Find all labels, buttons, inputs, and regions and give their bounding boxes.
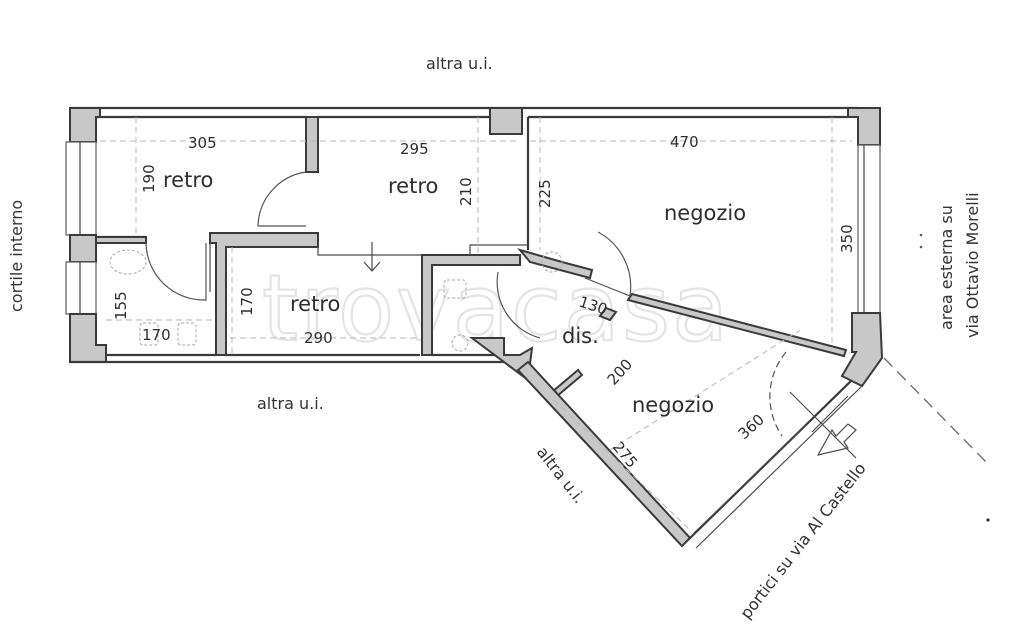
external-boundary — [883, 357, 991, 467]
fixtures — [109, 249, 563, 352]
dim-retro3-height: 170 — [238, 287, 256, 316]
door-entrance — [769, 351, 787, 437]
room-labels: retro retro retro negozio dis. negozio — [163, 168, 746, 417]
dim-negozio1-width: 470 — [670, 133, 699, 151]
window-right — [857, 144, 881, 314]
label-external-area-1: area esterna su — [937, 205, 956, 330]
dim-negozio1-left: 225 — [536, 179, 554, 208]
dim-negozio1-height: 350 — [838, 224, 856, 253]
door-retro1-retro2 — [257, 171, 307, 227]
dim-retro2-width: 295 — [400, 140, 429, 158]
arrow-icon — [363, 242, 381, 272]
dim-bath-height: 155 — [112, 291, 130, 320]
outer-walls — [65, 106, 884, 388]
entrance-arrow-icon — [789, 391, 857, 459]
label-top-neighbor: altra u.i. — [426, 54, 493, 73]
room-label-negozio-1: negozio — [664, 201, 746, 225]
sink-dis-icon — [541, 251, 563, 273]
dim-retro2-height: 210 — [457, 177, 475, 206]
interior-walls — [95, 116, 863, 549]
dim-bath-width: 170 — [142, 326, 171, 344]
room-label-retro-2: retro — [388, 174, 438, 198]
room-label-retro-3: retro — [290, 292, 340, 316]
room-label-dis: dis. — [562, 324, 599, 348]
door-wc — [496, 271, 541, 339]
label-porticoes: portici su via Al Castello — [736, 459, 870, 622]
room-label-negozio-2: negozio — [632, 393, 714, 417]
label-bottom-neighbor: altra u.i. — [257, 394, 324, 413]
toilet-icon — [139, 322, 159, 346]
window-left-lower — [65, 261, 97, 315]
door-dis-negozio — [584, 231, 632, 297]
label-external-area-2: via Ottavio Morelli — [963, 192, 982, 338]
bidet-icon — [177, 322, 197, 346]
dim-negozio2-front: 360 — [735, 410, 768, 443]
doors — [145, 171, 787, 437]
room-label-retro-1: retro — [163, 168, 213, 192]
wc-toilet-icon — [451, 334, 469, 352]
dimension-lines — [100, 117, 852, 531]
label-diagonal-neighbor: altra u.i. — [533, 443, 589, 507]
dim-retro3-width: 290 — [304, 329, 333, 347]
wc-sink-icon — [443, 279, 467, 299]
label-courtyard: cortile interno — [7, 200, 26, 312]
window-left-upper — [65, 141, 97, 236]
door-bath — [145, 242, 207, 301]
dim-retro1-height: 190 — [140, 164, 158, 193]
dim-retro1-width: 305 — [188, 134, 217, 152]
sink-icon — [109, 249, 147, 275]
